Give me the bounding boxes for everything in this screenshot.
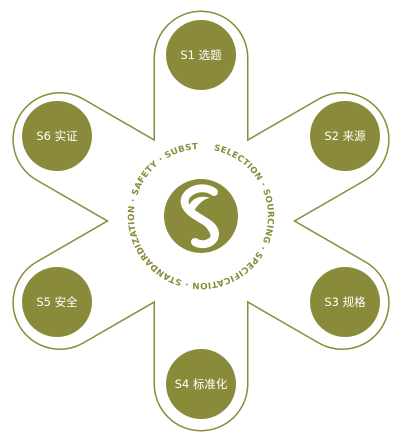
node-s1[interactable]: S1 选题 [166, 20, 236, 90]
stylized-s-leaf-icon [164, 179, 238, 253]
node-s3[interactable]: S3 规格 [310, 267, 380, 337]
node-label: S2 来源 [324, 129, 366, 143]
node-s2[interactable]: S2 来源 [310, 101, 380, 171]
node-label: S4 标准化 [175, 377, 228, 391]
node-label: S6 实证 [36, 129, 78, 143]
node-s5[interactable]: S5 安全 [22, 267, 92, 337]
node-circle [310, 101, 380, 171]
node-circle [22, 267, 92, 337]
node-s6[interactable]: S6 实证 [22, 101, 92, 171]
node-s4[interactable]: S4 标准化 [166, 349, 236, 419]
node-label: S1 选题 [180, 48, 222, 62]
node-label: S5 安全 [36, 295, 78, 309]
node-circle [22, 101, 92, 171]
node-circle [166, 20, 236, 90]
node-circle [310, 267, 380, 337]
node-label: S3 规格 [324, 295, 366, 309]
node-circle [166, 349, 236, 419]
